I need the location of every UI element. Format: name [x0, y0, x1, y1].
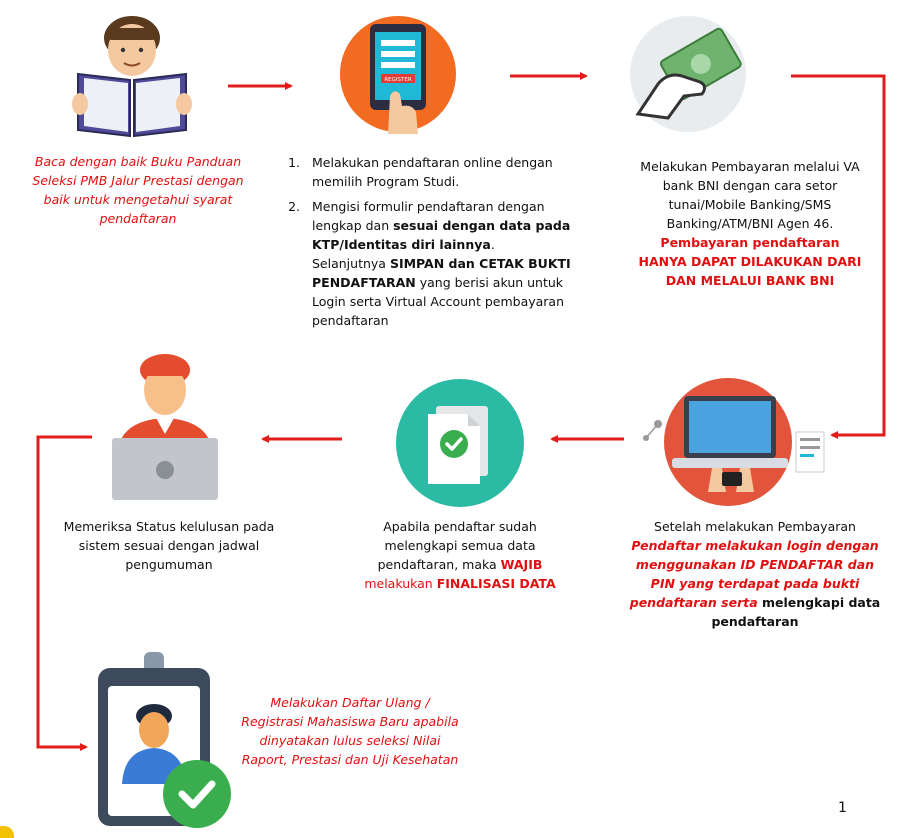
corner-accent — [0, 826, 14, 838]
page-number: 1 — [838, 800, 847, 816]
step3-description: Melakukan Pembayaran melalui VA bank BNI… — [640, 159, 860, 231]
step7-text: Melakukan Daftar Ulang / Registrasi Maha… — [241, 695, 459, 767]
step4-text-block: Setelah melakukan Pembayaran Pendaftar m… — [624, 517, 886, 631]
step5-action: melakukan — [364, 576, 437, 591]
step6-status-illustration — [108, 350, 220, 506]
step4-complete-note: melengkapi data pendaftaran — [711, 595, 881, 629]
step4-login-illustration — [636, 372, 826, 508]
step4-login-note: Pendaftar melakukan login dengan menggun… — [629, 538, 879, 610]
step3-payment-illustration — [628, 14, 748, 134]
step5-wajib: WAJIB — [500, 557, 543, 572]
step6-text: Memeriksa Status kelulusan pada sistem s… — [63, 519, 275, 572]
step2-list: Melakukan pendaftaran online dengan memi… — [282, 153, 572, 330]
step3-note-1: Pembayaran pendaftaran — [660, 235, 840, 250]
step7-reregister-illustration — [94, 652, 240, 832]
step1-reader-illustration — [72, 8, 192, 138]
step2-item-2: Mengisi formulir pendaftaran dengan leng… — [304, 197, 572, 330]
step2-instructions: Melakukan pendaftaran online dengan memi… — [282, 153, 572, 336]
step1-text: Baca dengan baik Buku Panduan Seleksi PM… — [32, 154, 244, 226]
step5-finalisasi: FINALISASI DATA — [436, 576, 556, 591]
step3-note-2: HANYA DAPAT DILAKUKAN DARI DAN MELALUI B… — [638, 254, 862, 288]
arrow-step3-to-step4 — [791, 74, 886, 439]
step2-register-illustration: REGISTER — [338, 14, 458, 134]
step5-text-block: Apabila pendaftar sudah melengkapi semua… — [352, 517, 568, 593]
step5-finalize-illustration — [390, 378, 532, 508]
step5-description: Apabila pendaftar sudah melengkapi semua… — [377, 519, 537, 572]
step4-description: Setelah melakukan Pembayaran — [654, 519, 856, 534]
step3-text-block: Melakukan Pembayaran melalui VA bank BNI… — [636, 157, 864, 290]
register-button-label: REGISTER — [384, 77, 412, 83]
step2-item-1: Melakukan pendaftaran online dengan memi… — [304, 153, 572, 191]
arrow-step6-to-step7 — [36, 435, 92, 751]
